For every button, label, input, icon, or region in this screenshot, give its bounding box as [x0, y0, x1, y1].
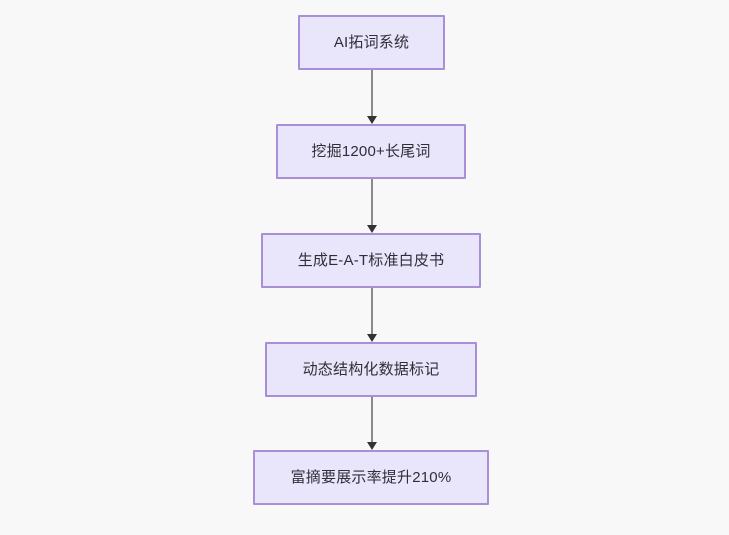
flow-node-label: AI拓词系统 [333, 34, 410, 51]
flow-node-label: 富摘要展示率提升210% [290, 469, 452, 486]
flow-node-mine-longtail-keywords[interactable]: 挖掘1200+长尾词 [276, 124, 466, 179]
edge-line [371, 288, 373, 335]
flow-node-ai-keyword-system[interactable]: AI拓词系统 [298, 15, 445, 70]
flow-node-dynamic-structured-data-markup[interactable]: 动态结构化数据标记 [265, 342, 477, 397]
flow-node-rich-snippet-impression-lift[interactable]: 富摘要展示率提升210% [253, 450, 489, 505]
flow-node-label: 动态结构化数据标记 [302, 361, 440, 378]
edge-line [371, 70, 373, 117]
edge-line [371, 397, 373, 443]
flow-node-generate-eat-whitepaper[interactable]: 生成E-A-T标准白皮书 [261, 233, 481, 288]
arrow-head-icon [367, 334, 377, 342]
edge-line [371, 179, 373, 226]
arrow-head-icon [367, 442, 377, 450]
flow-node-label: 挖掘1200+长尾词 [311, 143, 431, 160]
flow-node-label: 生成E-A-T标准白皮书 [297, 252, 445, 269]
arrow-head-icon [367, 225, 377, 233]
arrow-head-icon [367, 116, 377, 124]
